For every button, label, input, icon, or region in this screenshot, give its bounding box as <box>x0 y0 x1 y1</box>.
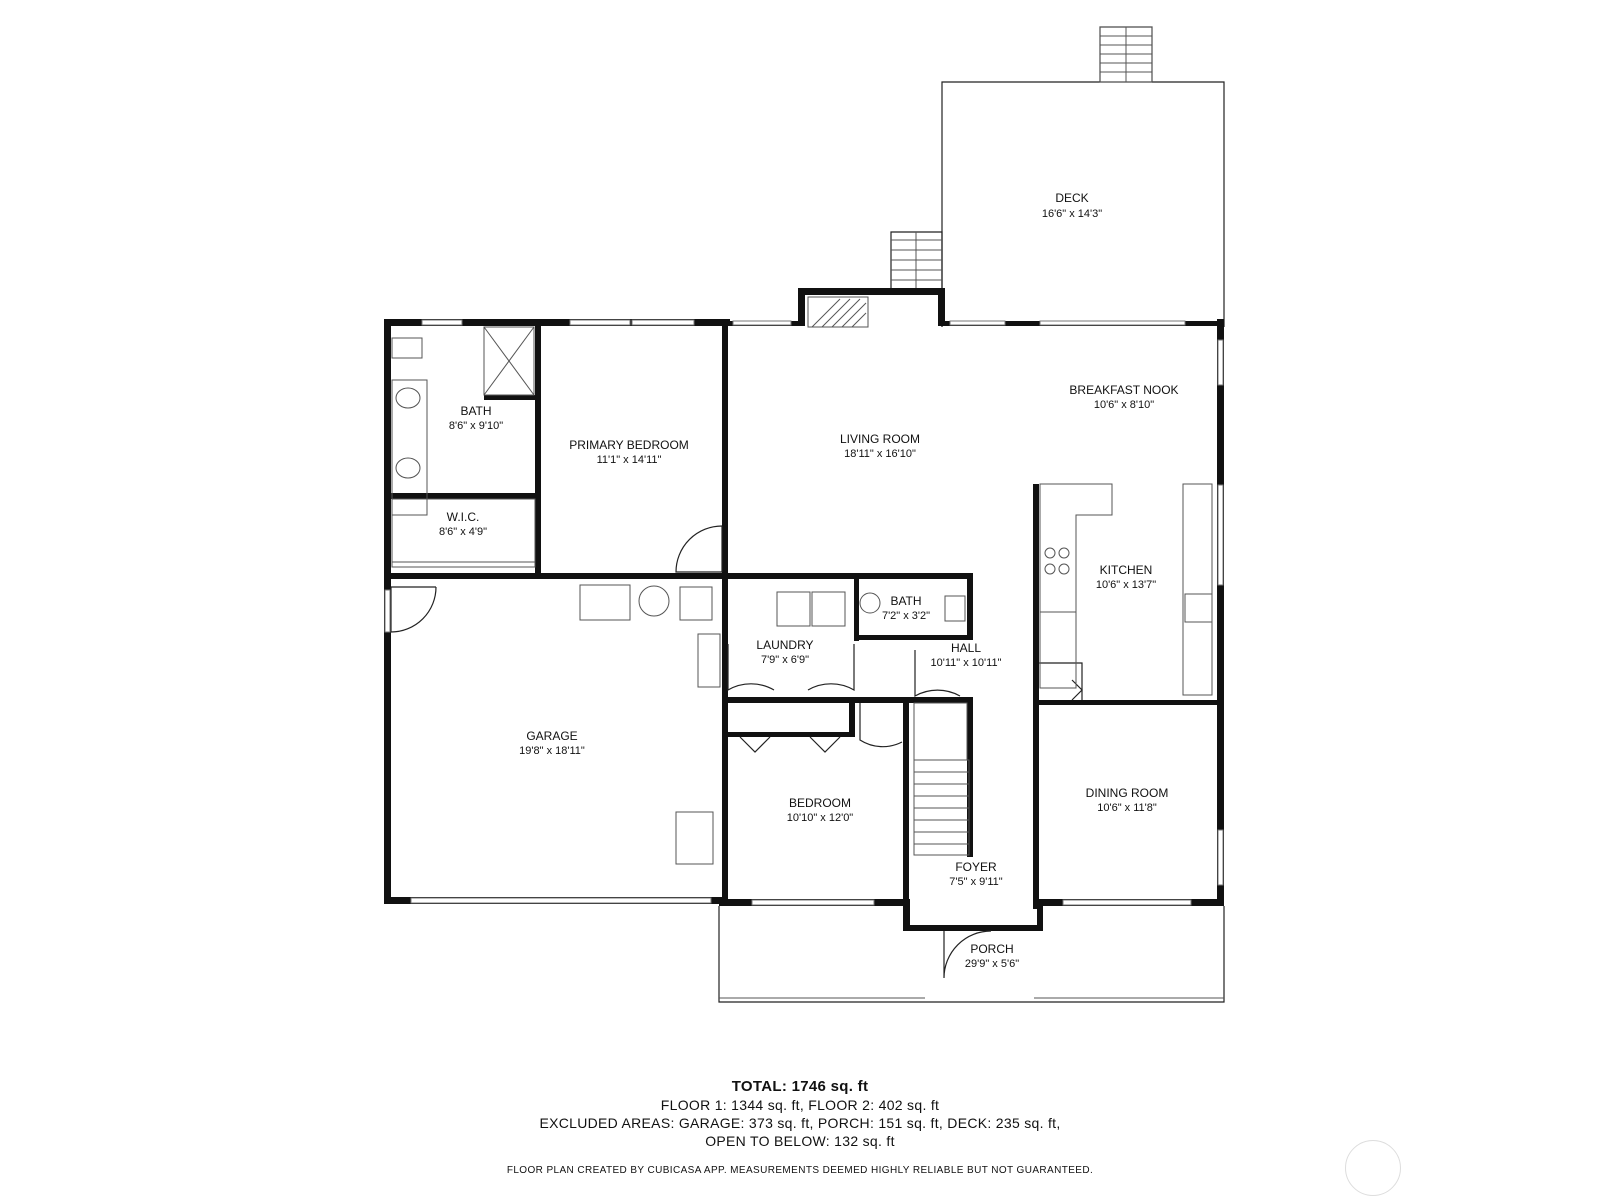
room-laundry-name: LAUNDRY <box>756 638 813 652</box>
room-bedroom-dims: 10'10" x 12'0" <box>787 812 854 824</box>
total-area: TOTAL: 1746 sq. ft <box>731 1078 869 1095</box>
room-porch-dims: 29'9" x 5'6" <box>965 958 1019 970</box>
porch-outline <box>718 906 1225 1003</box>
room-dining-room-name: DINING ROOM <box>1086 786 1169 800</box>
watermark-logo <box>1345 1140 1401 1196</box>
room-bath-primary-name: BATH <box>460 404 491 418</box>
room-hall-name: HALL <box>951 641 981 655</box>
floor-areas: FLOOR 1: 1344 sq. ft, FLOOR 2: 402 sq. f… <box>660 1097 940 1113</box>
disclaimer: FLOOR PLAN CREATED BY CUBICASA APP. MEAS… <box>506 1165 1094 1176</box>
room-primary-bedroom-dims: 11'1" x 14'11" <box>597 454 662 466</box>
room-deck-dims: 16'6" x 14'3" <box>1042 208 1102 220</box>
excluded-areas: EXCLUDED AREAS: GARAGE: 373 sq. ft, PORC… <box>539 1115 1061 1131</box>
room-bath-half-dims: 7'2" x 3'2" <box>882 610 930 622</box>
stairs <box>913 702 970 856</box>
interior-walls <box>391 326 1217 909</box>
fixtures <box>391 296 1213 865</box>
room-living-room-name: LIVING ROOM <box>840 432 920 446</box>
room-wic-dims: 8'6" x 4'9" <box>439 526 487 538</box>
room-garage-name: GARAGE <box>526 729 577 743</box>
room-deck-name: DECK <box>1055 191 1088 205</box>
room-primary-bedroom-name: PRIMARY BEDROOM <box>569 438 689 452</box>
room-bath-half-name: BATH <box>890 594 921 608</box>
room-labels: DECK 16'6" x 14'3" BREAKFAST NOOK 10'6" … <box>439 191 1179 970</box>
deck-outline <box>890 26 1225 327</box>
doors <box>390 525 1083 979</box>
area-summary: TOTAL: 1746 sq. ft FLOOR 1: 1344 sq. ft,… <box>0 1078 1600 1150</box>
room-laundry-dims: 7'9" x 6'9" <box>761 654 809 666</box>
room-dining-room-dims: 10'6" x 11'8" <box>1097 802 1157 814</box>
room-living-room-dims: 18'11" x 16'10" <box>844 448 916 460</box>
room-breakfast-nook-name: BREAKFAST NOOK <box>1069 383 1178 397</box>
room-hall-dims: 10'11" x 10'11" <box>931 657 1002 669</box>
room-foyer-name: FOYER <box>955 860 997 874</box>
open-to-below: OPEN TO BELOW: 132 sq. ft <box>705 1133 895 1149</box>
room-wic-name: W.I.C. <box>447 510 480 524</box>
room-porch-name: PORCH <box>970 942 1013 956</box>
room-foyer-dims: 7'5" x 9'11" <box>949 876 1002 888</box>
room-breakfast-nook-dims: 10'6" x 8'10" <box>1094 399 1154 411</box>
room-garage-dims: 19'8" x 18'11" <box>519 745 585 757</box>
room-kitchen-dims: 10'6" x 13'7" <box>1096 579 1156 591</box>
room-kitchen-name: KITCHEN <box>1100 563 1153 577</box>
windows <box>384 319 1224 906</box>
room-bedroom-name: BEDROOM <box>789 796 851 810</box>
room-bath-primary-dims: 8'6" x 9'10" <box>449 420 503 432</box>
